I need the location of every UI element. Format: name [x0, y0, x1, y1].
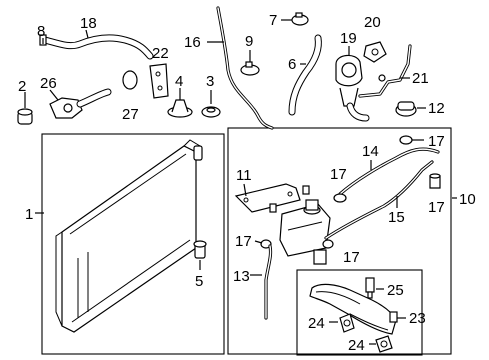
- callout-21: 21: [412, 70, 429, 87]
- callout-18: 18: [80, 15, 97, 32]
- callout-19: 19: [340, 30, 357, 47]
- drain-plug: [193, 240, 207, 259]
- lower-radiator-hose: [288, 34, 322, 116]
- callout-4: 4: [175, 73, 183, 90]
- callout-5: 5: [195, 273, 203, 290]
- mounting-bracket: [149, 63, 169, 99]
- radiator: [55, 139, 203, 333]
- callout-23: 23: [409, 310, 426, 327]
- upper-radiator-hose: [39, 34, 154, 60]
- callout-22: 22: [152, 45, 169, 62]
- temperature-sensor: [365, 277, 375, 299]
- callout-17-bottom: 17: [343, 249, 360, 266]
- callout-17-right: 17: [428, 199, 445, 216]
- callout-1: 1: [25, 206, 33, 223]
- callout-25: 25: [387, 282, 404, 299]
- callout-17-left: 17: [235, 233, 252, 250]
- clamp-17-bottom: [313, 239, 334, 265]
- callout-26: 26: [40, 75, 57, 92]
- callout-20: 20: [364, 14, 381, 31]
- callout-11: 11: [236, 167, 252, 184]
- callout-17-mid: 17: [330, 166, 347, 183]
- reservoir-group-box: [227, 127, 452, 355]
- callout-16: 16: [184, 34, 201, 51]
- callout-15: 15: [388, 209, 405, 226]
- clamp-17-top: [399, 135, 413, 145]
- outlet-pipe-sub-box: [296, 269, 423, 356]
- bypass-tube: [216, 6, 274, 130]
- gasket-24-upper: [339, 313, 355, 333]
- seal-ring: [201, 106, 221, 118]
- callout-6: 6: [288, 56, 296, 73]
- leader-17-left: [254, 240, 263, 244]
- callout-2: 2: [18, 78, 26, 95]
- callout-13: 13: [233, 268, 250, 285]
- callout-9: 9: [245, 33, 253, 50]
- bolt-23: [389, 311, 398, 323]
- coolant-outlet-pipe: [309, 283, 397, 335]
- callout-14: 14: [362, 143, 379, 160]
- water-pipe-21: [358, 44, 412, 98]
- leader-11: [243, 183, 247, 197]
- clamp-17-mid: [333, 193, 347, 203]
- filler-cap: [395, 101, 417, 117]
- leader-18: [85, 29, 89, 39]
- overflow-tube-15: [324, 160, 434, 240]
- gasket-24-lower: [375, 335, 393, 353]
- callout-17-top: 17: [428, 133, 445, 150]
- radiator-group-box: [41, 133, 225, 355]
- hose-plug: [17, 108, 33, 125]
- callout-7: 7: [269, 12, 277, 29]
- leader-26: [49, 89, 59, 101]
- thermostat-gasket: [122, 70, 138, 90]
- hose-clamp-9: [240, 61, 260, 76]
- drain-tube-13: [264, 244, 273, 320]
- callout-8: 8: [37, 23, 45, 40]
- callout-24-upper: 24: [308, 315, 325, 332]
- hose-clamp-7: [291, 12, 309, 26]
- callout-10: 10: [459, 191, 476, 208]
- overflow-tube-14: [338, 147, 440, 196]
- reservoir-bracket: [234, 183, 301, 213]
- bracket-bolts: [269, 185, 310, 213]
- water-pump-housing: [335, 54, 370, 122]
- callout-3: 3: [206, 73, 214, 90]
- coolant-reservoir: [279, 199, 331, 257]
- pump-gasket: [363, 41, 387, 63]
- callout-24-lower: 24: [348, 337, 365, 354]
- clamp-17-right: [429, 173, 441, 189]
- thermostat-housing: [49, 88, 112, 119]
- callout-27: 27: [122, 106, 139, 123]
- water-outlet: [167, 99, 193, 118]
- callout-12: 12: [428, 100, 445, 117]
